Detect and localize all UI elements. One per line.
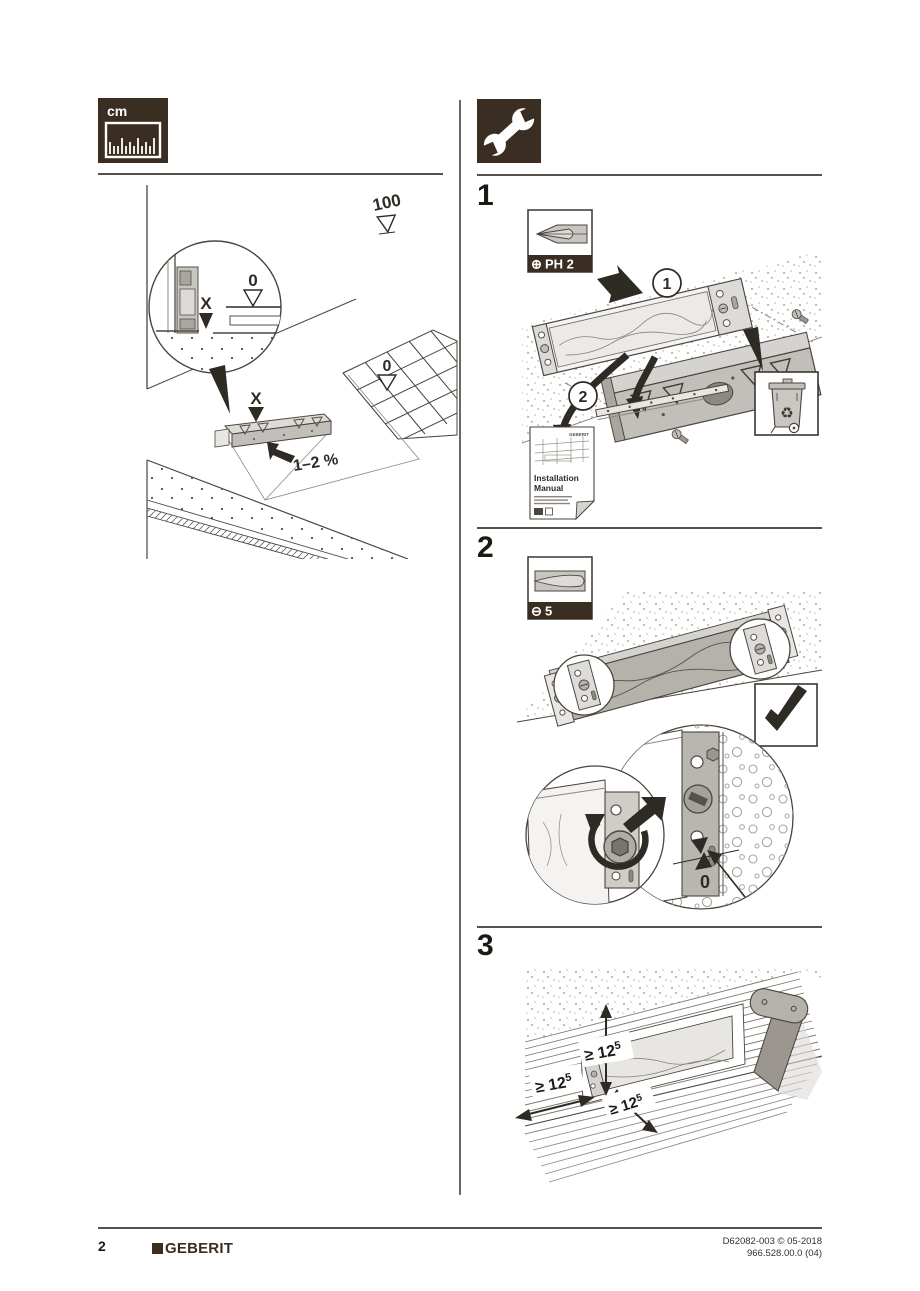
step3-number: 3 [477,929,494,962]
step3-figure: ≥ 125 ≥ 125 ≥ 125 [477,952,822,1200]
slope-annotation: 1–2 % [267,442,339,475]
bit-inset-slot5: ⊖ 5 [527,556,593,620]
installation-manual: GEBERIT Installation Manual [529,426,596,521]
rotate-arrow-head [585,814,605,836]
brand-logo: GEBERIT [152,1240,233,1257]
slotted-bit-icon [533,570,586,592]
floor-cross-section [146,460,408,559]
dim-left: ≥ 125 [515,1063,595,1121]
screw [671,429,689,445]
trowel [749,988,822,1100]
document-references: D62082-003 © 05-2018 966.528.00.0 (04) [723,1236,822,1260]
step3-rule [477,926,822,928]
ok-box [754,683,818,747]
step1-rule [477,174,822,176]
datum-100-label: 100 [371,190,403,214]
datum-100: 100 [371,190,403,235]
right-end-detail-circle [729,618,791,680]
dim-top-label: ≥ 125 [583,1039,623,1064]
protective-strip [595,383,730,421]
brand-square-icon [152,1243,163,1254]
rotate-arrow [588,819,649,870]
phillips-symbol-icon: ⊕ [531,257,542,272]
slotted-symbol-icon: ⊖ [531,604,542,619]
slope-label: 1–2 % [292,451,339,475]
slope-arrow [267,442,295,463]
manual-title-line1: Installation [534,473,579,483]
detail-zero-label: 0 [248,271,257,290]
dim-left-label: ≥ 125 [534,1072,574,1097]
checkmark-icon [765,685,807,731]
footer-page-number: 2 [98,1238,106,1254]
tiles-zero-label: 0 [383,358,392,375]
units-label: cm [107,103,128,119]
step2-figure: 0 [477,552,822,924]
screw [791,309,809,325]
units-cm-badge: cm [98,98,168,163]
tiled-floor [342,329,458,440]
remove-arrow [597,265,643,303]
doc-ref-line2: 966.528.00.0 (04) [746,1248,822,1259]
step1-figure: 1 [477,205,822,527]
installation-frame [531,277,753,377]
phillips-bit-icon [535,224,588,244]
dispose-pointer [743,327,763,371]
overview-figure: 0 100 [98,183,458,559]
ruler-icon [104,121,162,159]
callout-2: 2 [568,381,598,411]
channel-x-marker: X [248,389,264,422]
column-divider [459,100,461,1195]
detail-x-label: X [200,294,212,313]
manual-title-line2: Manual [534,483,563,493]
push-arrow [623,797,666,833]
footer-rule [98,1227,822,1229]
tiles-datum-zero: 0 [376,358,398,392]
slope-field [227,374,420,501]
bit-label-ph2: PH 2 [545,257,574,272]
detail-pointer [209,365,230,414]
step2-number: 2 [477,531,494,564]
step1-number: 1 [477,179,494,212]
floor-channel [214,413,333,448]
zero-label: 0 [700,872,710,892]
wrench-icon [480,105,538,159]
left-column-rule [98,173,443,175]
flush-level-mark: 0 [672,837,746,898]
callout-2-label: 2 [579,389,588,406]
dim-top: ≥ 125 [577,1004,634,1096]
manual-brand: GEBERIT [569,432,589,437]
channel-x-label: X [250,389,262,408]
bit-label-5: 5 [545,604,552,619]
detail-circle: 0 X [148,240,282,374]
callout-1: 1 [652,268,682,298]
bit-inset-ph2: ⊕ PH 2 [527,209,593,273]
recycle-icon: ♻ [780,405,793,422]
brand-name: GEBERIT [165,1240,234,1257]
rotation-detail-circle [525,765,666,905]
tools-badge [477,99,541,163]
left-end-detail-circle [553,654,615,716]
step2-rule [477,527,822,529]
doc-ref-line1: D62082-003 © 05-2018 [722,1236,822,1247]
recycle-bin-box: ♻ [754,371,819,436]
floor [524,1063,818,1183]
callout-1-label: 1 [663,276,672,293]
